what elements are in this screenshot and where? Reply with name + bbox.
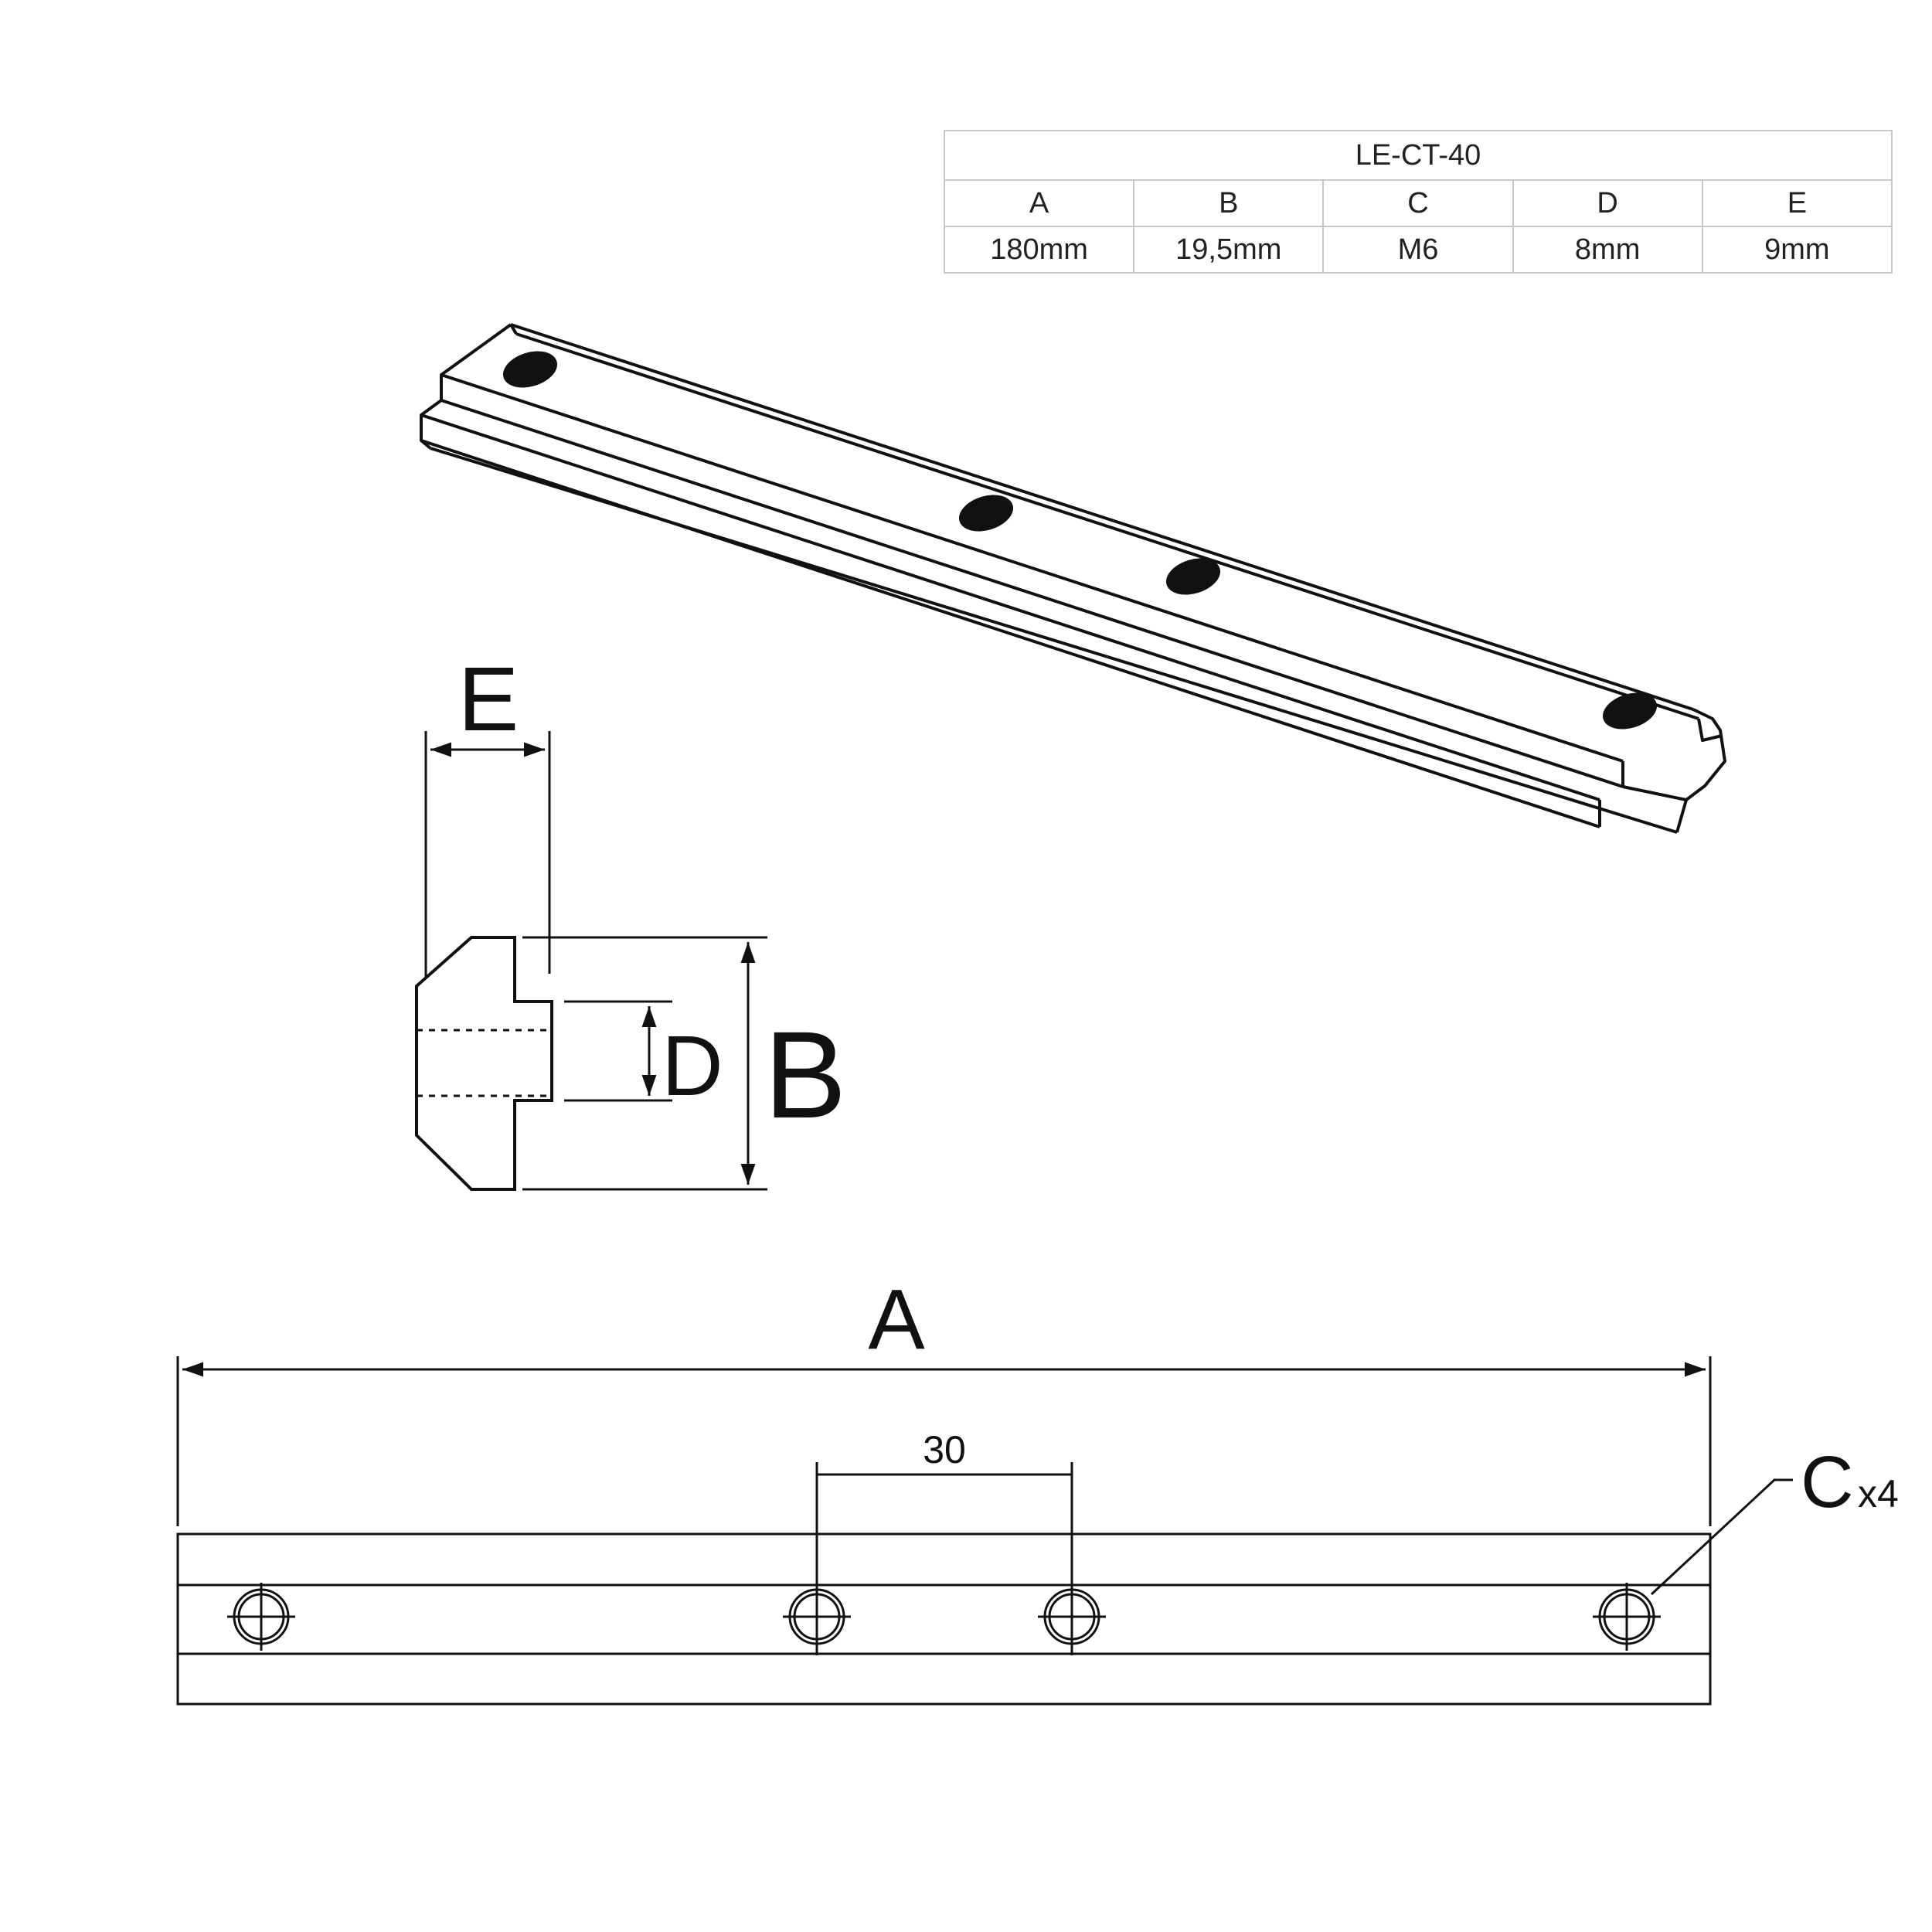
c-leader-line — [1650, 1478, 1793, 1596]
top-hole-3 — [1038, 1583, 1106, 1651]
value-d: 8mm — [1512, 226, 1703, 274]
label-d: D — [662, 1019, 723, 1114]
label-e: E — [458, 648, 519, 750]
value-c: M6 — [1322, 226, 1514, 274]
cross-section-view — [415, 731, 767, 1191]
header-a: A — [943, 179, 1135, 227]
model-title: LE-CT-40 — [944, 130, 1893, 181]
header-b: B — [1133, 179, 1325, 227]
section-outline — [415, 936, 553, 1191]
header-c: C — [1322, 179, 1514, 227]
top-hole-2 — [783, 1583, 851, 1651]
header-e: E — [1701, 179, 1893, 227]
spec-table-title-row: LE-CT-40 — [944, 130, 1893, 181]
hole-3 — [1165, 558, 1221, 595]
value-a: 180mm — [943, 226, 1135, 274]
top-hole-1 — [227, 1583, 295, 1651]
dimension-d — [564, 1000, 672, 1102]
rail-holes — [502, 351, 1658, 730]
value-b: 19,5mm — [1133, 226, 1325, 274]
label-c-count: x4 — [1858, 1472, 1899, 1515]
label-spacing: 30 — [923, 1428, 966, 1471]
isometric-view — [420, 323, 1726, 834]
rail-body — [420, 323, 1726, 834]
dimension-spacing — [815, 1462, 1073, 1655]
top-view — [176, 1356, 1793, 1706]
hole-1 — [502, 351, 558, 388]
label-a: A — [868, 1272, 925, 1367]
dimension-b — [522, 936, 767, 1191]
dimension-a — [176, 1356, 1712, 1526]
header-d: D — [1512, 179, 1703, 227]
hole-2 — [958, 495, 1014, 532]
hole-4 — [1602, 692, 1658, 730]
label-b: B — [764, 1005, 847, 1144]
dimension-e — [424, 731, 551, 978]
rail-top-outline — [176, 1532, 1712, 1706]
top-hole-4 — [1593, 1583, 1661, 1651]
label-c: C — [1801, 1441, 1854, 1523]
spec-table: LE-CT-40 A B C D E 180mm 19,5mm M6 8mm 9… — [943, 130, 1893, 274]
spec-table-header-row: A B C D E — [943, 179, 1893, 227]
spec-table-value-row: 180mm 19,5mm M6 8mm 9mm — [943, 226, 1893, 274]
value-e: 9mm — [1701, 226, 1893, 274]
